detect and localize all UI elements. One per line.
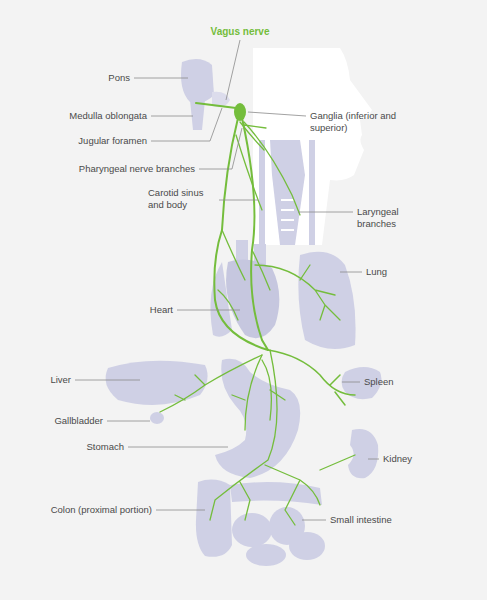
trachea-rings bbox=[281, 200, 294, 230]
head-silhouette bbox=[253, 48, 372, 245]
liver-shape bbox=[106, 361, 208, 405]
part-label: Kidney bbox=[383, 453, 443, 465]
part-label: Gallbladder bbox=[13, 415, 103, 427]
ganglion bbox=[234, 103, 246, 121]
nerve-root bbox=[196, 103, 236, 108]
part-label: Liver bbox=[11, 374, 71, 386]
part-label: Small intestine bbox=[330, 514, 430, 526]
leader-line bbox=[302, 520, 326, 521]
leader-line bbox=[219, 200, 258, 201]
carotid-artery bbox=[259, 140, 265, 245]
lung-shape bbox=[298, 252, 355, 349]
leader-line bbox=[151, 108, 222, 141]
carotid-artery bbox=[309, 140, 315, 245]
kidney-shape bbox=[348, 429, 378, 478]
part-label: Pons bbox=[20, 72, 130, 84]
pons-shape bbox=[181, 59, 214, 103]
pharyngeal-branch bbox=[240, 122, 266, 150]
leader-line bbox=[298, 212, 353, 213]
pulmonary-branch bbox=[255, 265, 340, 320]
leader-line bbox=[107, 421, 150, 422]
title-label: Vagus nerve bbox=[195, 26, 285, 38]
nerve-trunk bbox=[214, 118, 268, 350]
cardiac-branch bbox=[218, 230, 270, 320]
colon-shape bbox=[230, 482, 322, 505]
part-label: Carotid sinus and body bbox=[148, 187, 216, 211]
nerve-trunk bbox=[242, 118, 268, 350]
leader-line bbox=[75, 380, 140, 381]
part-label: Jugular foramen bbox=[17, 135, 147, 147]
carotid-branch bbox=[236, 135, 262, 210]
leader-line bbox=[128, 447, 228, 448]
leader-line bbox=[342, 382, 360, 383]
part-label: Laryngeal branches bbox=[357, 206, 411, 230]
part-label: Heart bbox=[113, 304, 173, 316]
part-label: Spleen bbox=[364, 376, 424, 388]
part-label: Stomach bbox=[34, 441, 124, 453]
leader-line bbox=[226, 40, 240, 100]
leader-line bbox=[248, 112, 306, 116]
leader-line bbox=[199, 128, 242, 169]
intestinal-branch bbox=[210, 350, 355, 525]
leader-line bbox=[340, 272, 362, 273]
part-label: Ganglia (inferior and superior) bbox=[310, 110, 398, 134]
part-label: Medulla oblongata bbox=[17, 110, 147, 122]
intestine-loop bbox=[289, 532, 325, 560]
larynx-shape bbox=[270, 140, 305, 245]
leader-line bbox=[177, 310, 240, 311]
part-label: Pharyngeal nerve branches bbox=[25, 163, 195, 175]
leader-line bbox=[134, 78, 188, 79]
intestine-loop bbox=[246, 544, 286, 566]
stomach-shape bbox=[215, 359, 300, 478]
part-label: Colon (proximal portion) bbox=[12, 504, 152, 516]
gallbladder-shape bbox=[150, 412, 164, 424]
part-label: Lung bbox=[366, 266, 426, 278]
leader-line bbox=[151, 116, 193, 117]
leader-line bbox=[368, 459, 379, 460]
leader-line bbox=[156, 510, 205, 511]
laryngeal-branch bbox=[244, 122, 300, 215]
intestine-loop bbox=[232, 513, 272, 547]
